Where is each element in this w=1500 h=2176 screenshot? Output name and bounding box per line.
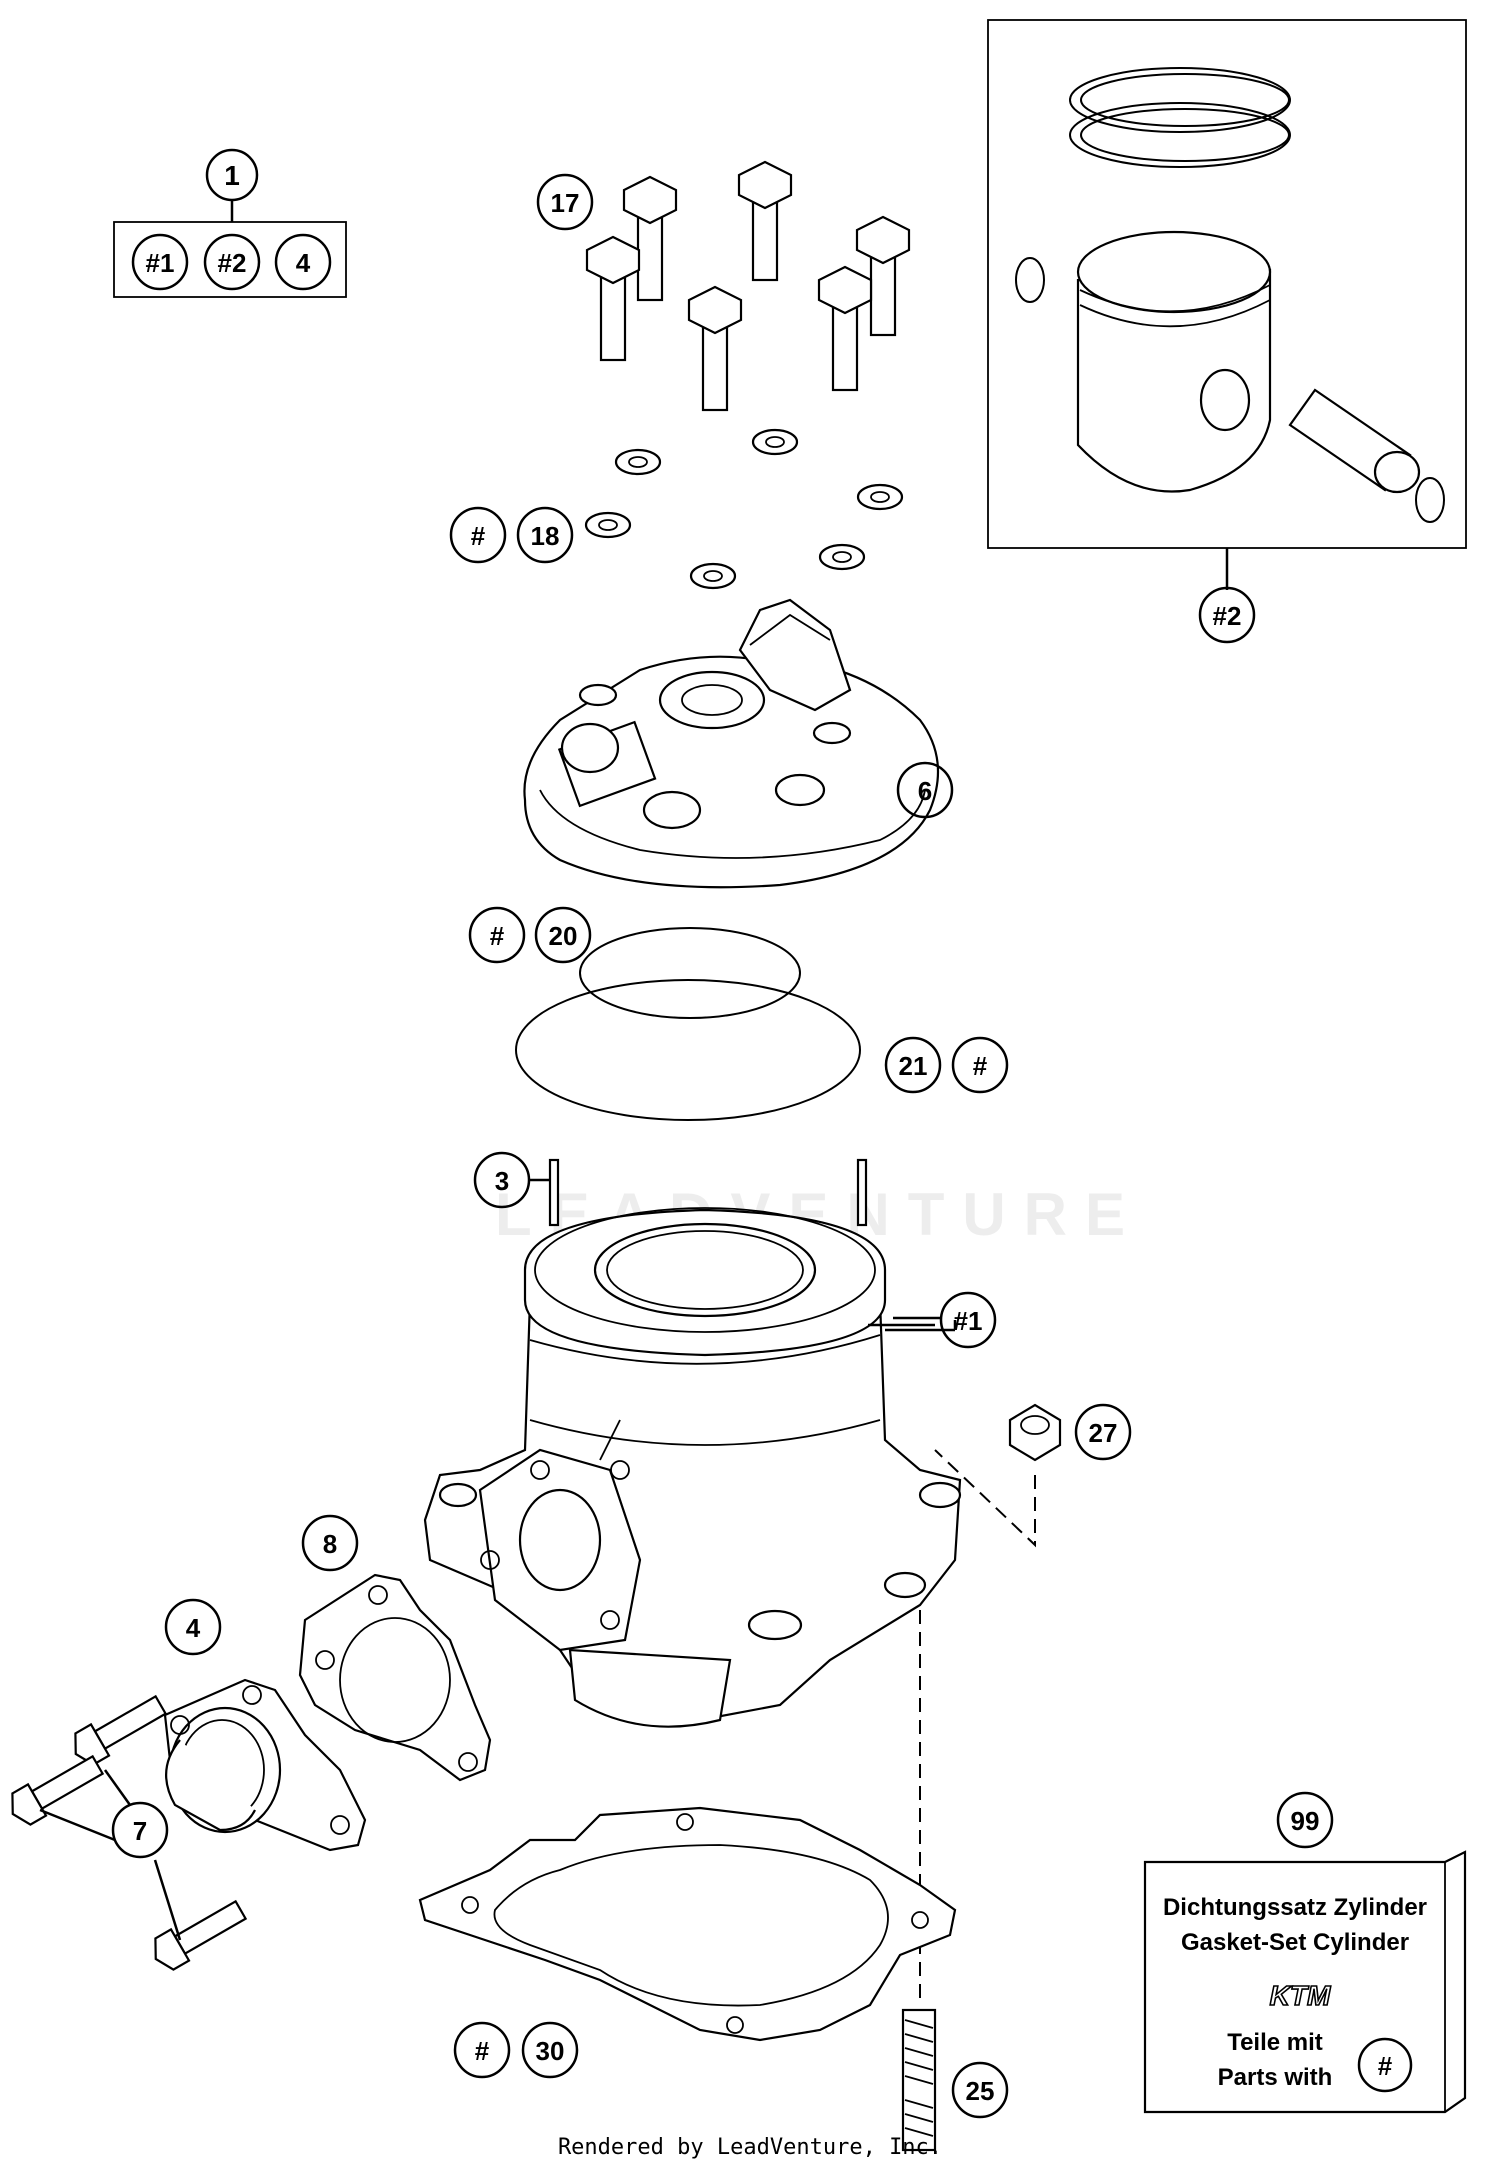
svg-text:4: 4 [296,248,311,278]
svg-text:18: 18 [531,521,560,551]
svg-text:1: 1 [224,160,240,191]
exhaust-flange [163,1678,367,1852]
callout-1-kit-1[interactable]: #1 [131,233,189,291]
circlip-left [1015,257,1045,303]
callout-20[interactable]: 20 [534,906,592,964]
nut-guide-line [934,1449,1036,1548]
washers [584,428,904,590]
callout-30[interactable]: 30 [521,2021,579,2079]
svg-text:25: 25 [966,2076,995,2106]
stud-25 [901,2008,937,2152]
svg-text:30: 30 [536,2036,565,2066]
callout-27[interactable]: 27 [1074,1403,1132,1461]
callout-1-group[interactable] [113,200,347,298]
svg-text:#1: #1 [146,248,175,278]
callout-1-kit-4[interactable]: 4 [274,233,332,291]
callout-1[interactable]: 1 [205,148,259,202]
callout-7[interactable]: 7 [111,1801,169,1859]
callout-21-hash[interactable]: # [951,1036,1009,1094]
svg-text:#: # [475,2036,490,2066]
svg-text:20: 20 [549,921,578,951]
gasket-box-symbol: # [1378,2051,1393,2081]
footer-credit: Rendered by LeadVenture, Inc. [557,2135,943,2160]
callout-cylinder[interactable]: #1 [939,1291,997,1349]
svg-text:4: 4 [186,1613,201,1643]
head-bolts [585,160,911,412]
nut-27 [1008,1403,1062,1462]
piston-kit-box [987,19,1467,590]
callout-18-hash[interactable]: # [449,506,507,564]
svg-text:8: 8 [323,1529,337,1559]
gasket-box-line3: Teile mit [1227,2029,1323,2056]
dowel-pins [530,1158,868,1227]
callout-6[interactable]: 6 [896,761,954,819]
svg-text:6: 6 [918,776,932,806]
callout-18[interactable]: 18 [516,506,574,564]
gasket-box-line4: Parts with [1218,2064,1333,2091]
callout-30-hash[interactable]: # [453,2021,511,2079]
gasket-set-box: Dichtungssatz Zylinder Gasket-Set Cylind… [1143,1850,1467,2114]
svg-text:#2: #2 [218,248,247,278]
callout-25[interactable]: 25 [951,2061,1009,2119]
svg-text:#1: #1 [954,1306,983,1336]
callout-8[interactable]: 8 [301,1514,359,1572]
svg-text:99: 99 [1291,1806,1320,1836]
piston [1076,230,1272,493]
svg-text:#: # [973,1051,988,1081]
o-ring-20 [579,927,801,1019]
exhaust-gasket [298,1573,492,1782]
svg-text:21: 21 [899,1051,928,1081]
callout-piston-kit[interactable]: #2 [1198,586,1256,644]
circlip-right [1415,477,1445,523]
callout-3[interactable]: 3 [473,1151,531,1209]
gasket-box-line1: Dichtungssatz Zylinder [1163,1894,1427,1921]
callout-21[interactable]: 21 [884,1036,942,1094]
svg-text:7: 7 [133,1816,147,1846]
base-gasket [418,1806,957,2042]
gasket-box-line2: Gasket-Set Cylinder [1181,1929,1409,1956]
svg-text:27: 27 [1089,1418,1118,1448]
piston-ring-top [1069,67,1291,133]
ktm-logo: KTM [1270,1980,1331,2011]
callout-1-kit-2[interactable]: #2 [203,233,261,291]
o-ring-21 [515,979,861,1121]
svg-text:#: # [471,521,486,551]
cylinder [423,1207,962,1728]
piston-ring-bottom [1069,102,1291,168]
svg-text:17: 17 [551,188,580,218]
callout-99[interactable]: 99 [1276,1791,1334,1849]
piston-pin [1288,388,1421,494]
callout-17[interactable]: 17 [536,173,594,231]
cylinder-head [523,598,940,889]
svg-text:#2: #2 [1213,601,1242,631]
callout-20-hash[interactable]: # [468,906,526,964]
svg-text:#: # [490,921,505,951]
callout-4[interactable]: 4 [164,1598,222,1656]
flange-screws [11,1694,248,1971]
svg-text:3: 3 [495,1166,509,1196]
